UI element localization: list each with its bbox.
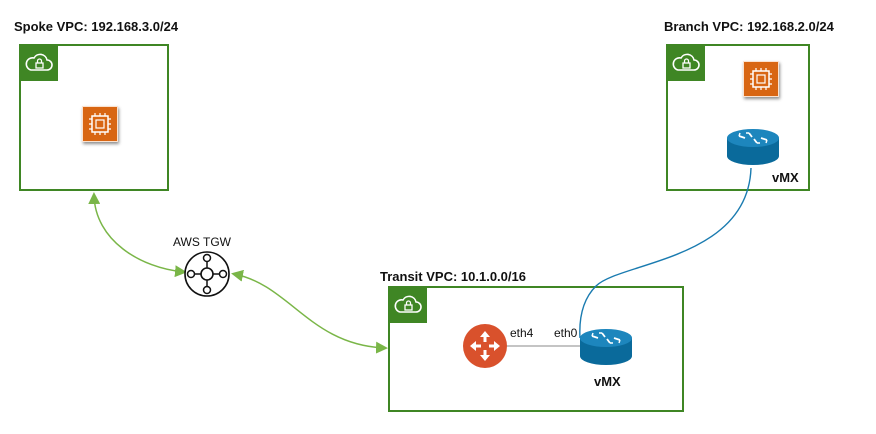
branch-vpc-title: Branch VPC: 192.168.2.0/24 [664, 19, 834, 34]
eth4-label: eth4 [510, 326, 534, 340]
ec2-instance-icon[interactable] [82, 106, 118, 142]
transit-vpc-box[interactable]: eth4 eth0 vMX [388, 286, 684, 412]
ec2-instance-icon[interactable] [743, 61, 779, 97]
tgw-label: AWS TGW [173, 235, 231, 249]
transit-router-label: vMX [594, 374, 621, 389]
branch-router-icon[interactable] [727, 129, 779, 165]
spoke-tgw-link [88, 192, 187, 278]
routing-icon[interactable] [463, 324, 507, 368]
transit-vpc-title: Transit VPC: 10.1.0.0/16 [380, 269, 526, 284]
eth0-label: eth0 [554, 326, 578, 340]
branch-transit-link [579, 167, 752, 339]
transit-router-icon[interactable] [580, 329, 632, 365]
transit-gateway-icon[interactable] [184, 251, 230, 297]
tgw-transit-link [231, 269, 388, 354]
branch-vpc-box[interactable]: vMX [666, 44, 810, 191]
branch-router-label: vMX [772, 170, 799, 185]
vpc-cloud-lock-icon [20, 45, 58, 81]
spoke-vpc-title: Spoke VPC: 192.168.3.0/24 [14, 19, 179, 34]
vpc-cloud-lock-icon [667, 45, 705, 81]
spoke-vpc-box[interactable] [19, 44, 169, 191]
vpc-cloud-lock-icon [389, 287, 427, 323]
